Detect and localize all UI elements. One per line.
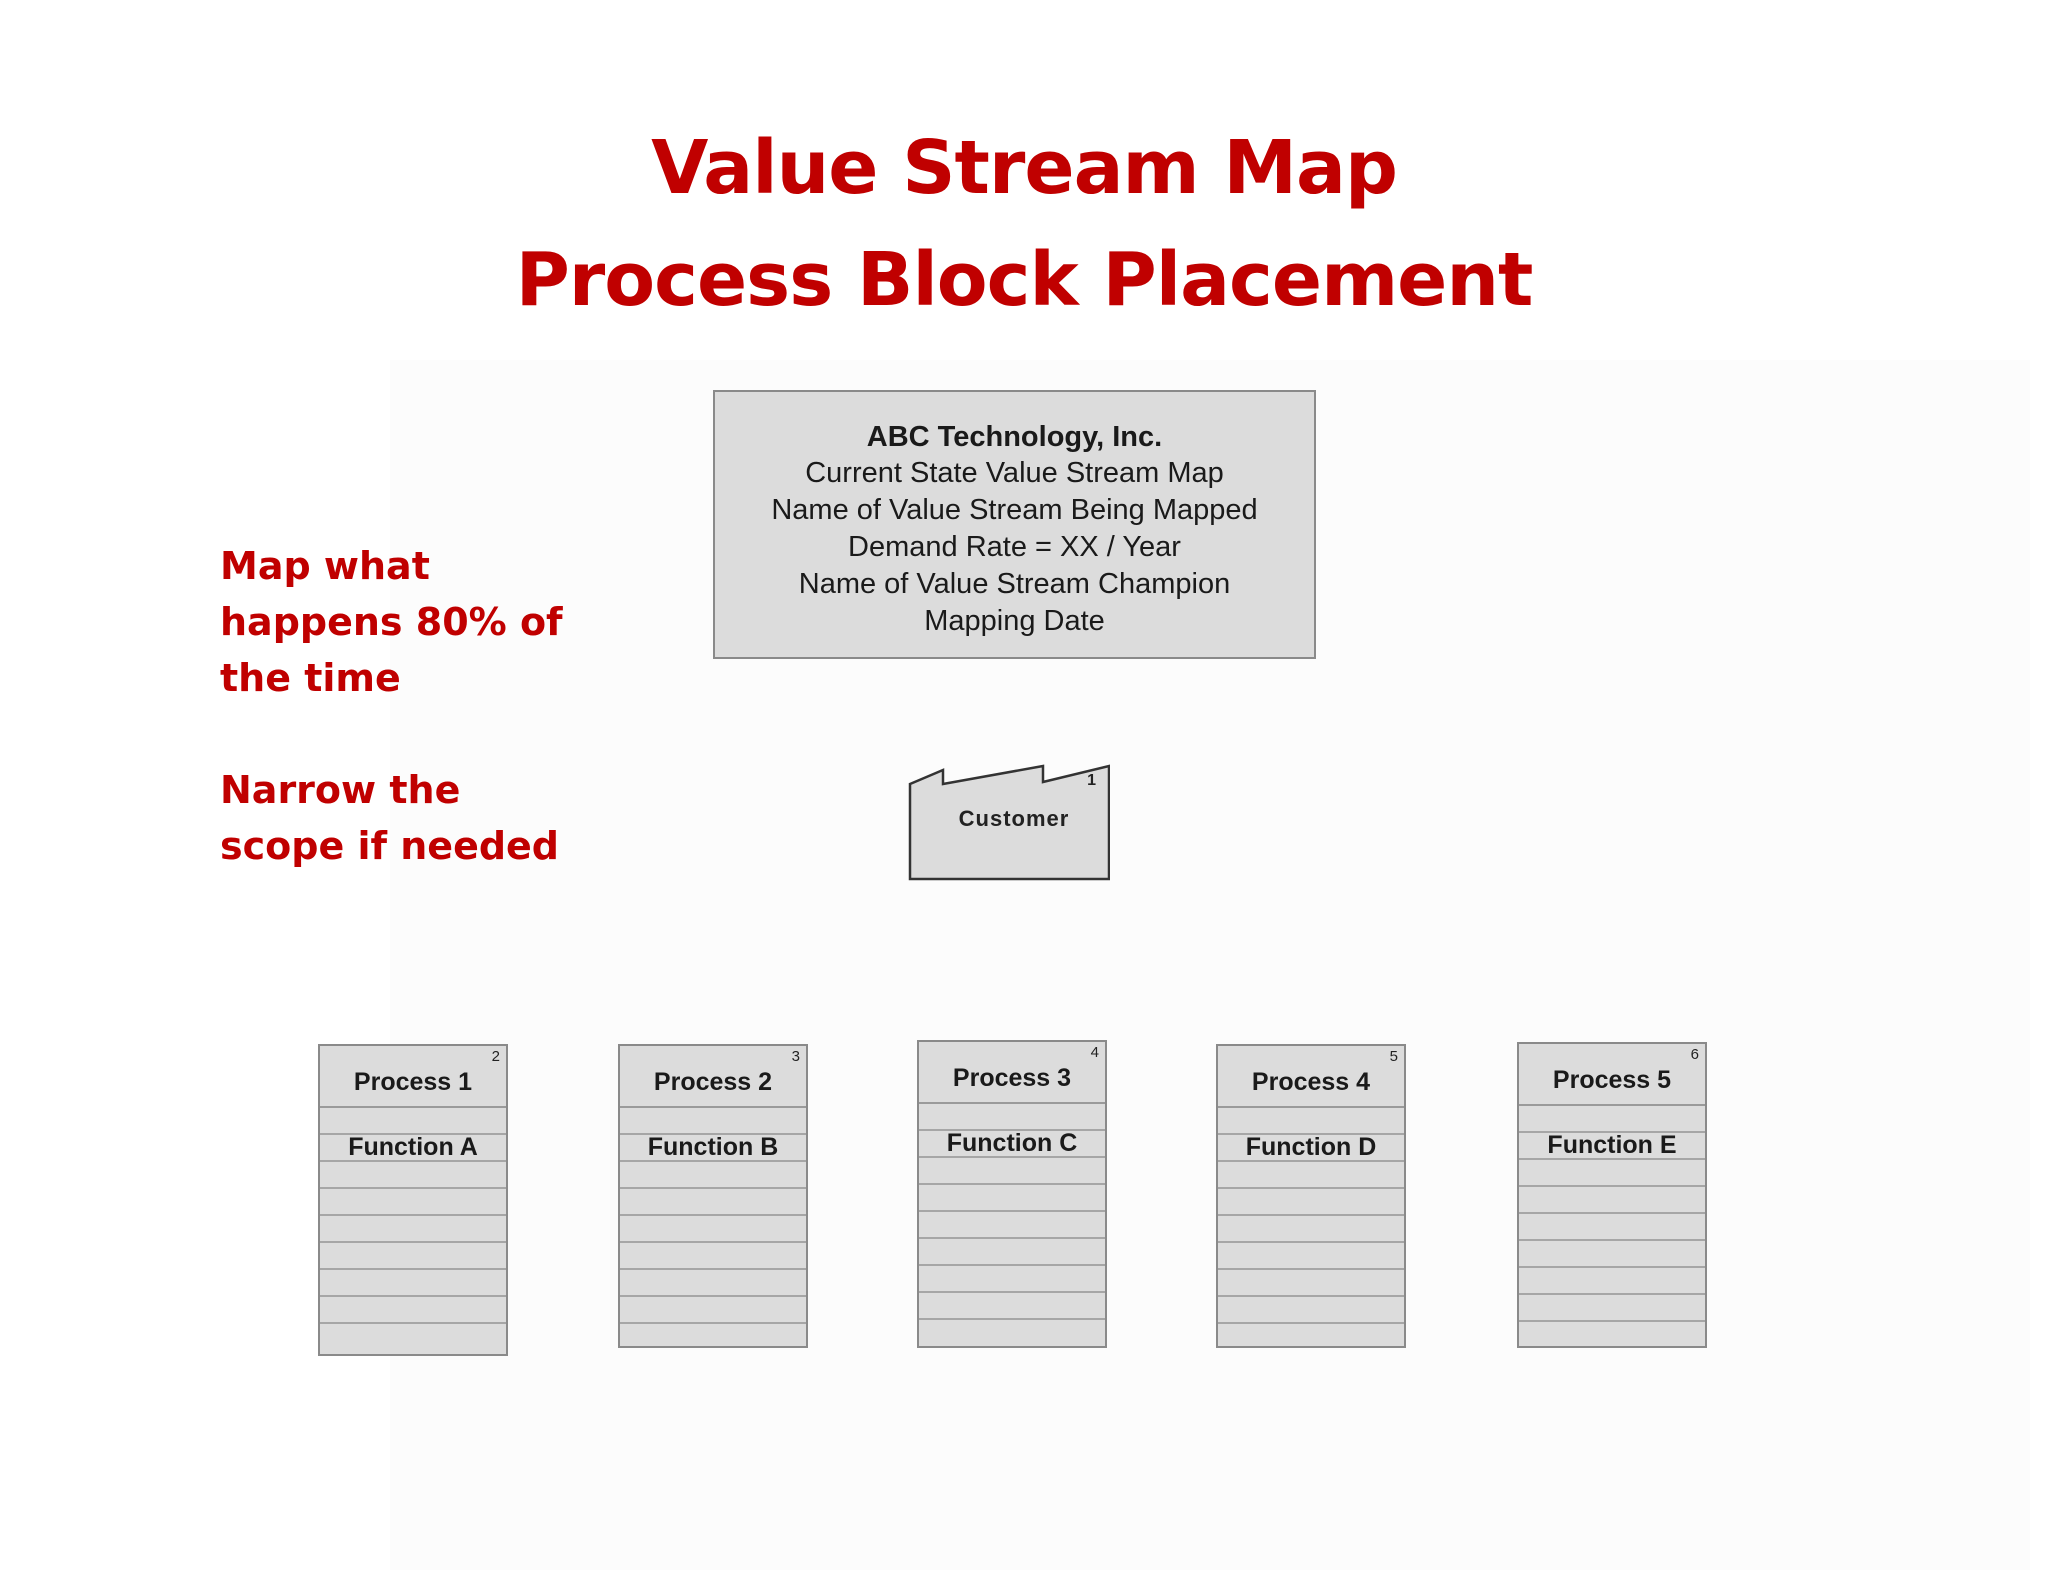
customer-number: 1 <box>1087 772 1096 789</box>
note-narrow-scope: Narrow the scope if needed <box>220 762 559 874</box>
process-block-1: 2 Process 1 Function A <box>318 1044 508 1356</box>
title-line-2: Process Block Placement <box>515 237 1534 323</box>
process-number: 3 <box>791 1048 800 1065</box>
note-line: Map what <box>220 544 430 588</box>
info-line: Mapping Date <box>924 605 1105 637</box>
factory-icon <box>908 764 1110 881</box>
data-box-header: ABC Technology, Inc. Current State Value… <box>713 390 1316 659</box>
process-block-3: 4 Process 3 Function C <box>917 1040 1107 1348</box>
process-block-4: 5 Process 4 Function D <box>1216 1044 1406 1348</box>
function-name: Function A <box>320 1135 506 1162</box>
process-number: 4 <box>1090 1044 1099 1061</box>
function-name: Function C <box>919 1131 1105 1158</box>
note-line: happens 80% of <box>220 600 563 644</box>
process-name: Process 3 <box>952 1064 1072 1092</box>
process-number: 5 <box>1389 1048 1398 1065</box>
process-name: Process 4 <box>1251 1068 1371 1096</box>
note-map-80-percent: Map what happens 80% of the time <box>220 538 563 706</box>
process-number: 6 <box>1690 1046 1699 1063</box>
info-line: Name of Value Stream Champion <box>798 568 1231 600</box>
info-line: Current State Value Stream Map <box>805 457 1224 489</box>
function-name: Function B <box>620 1135 806 1162</box>
process-number: 2 <box>491 1048 500 1065</box>
note-line: Narrow the <box>220 768 461 812</box>
process-name: Process 1 <box>353 1068 473 1096</box>
customer-factory-block: 1 Customer <box>908 762 1110 882</box>
function-name: Function D <box>1218 1135 1404 1162</box>
info-line: Name of Value Stream Being Mapped <box>771 494 1258 526</box>
info-line: Demand Rate = XX / Year <box>848 531 1181 563</box>
process-block-2: 3 Process 2 Function B <box>618 1044 808 1348</box>
note-line: the time <box>220 656 401 700</box>
title-line-1: Value Stream Map <box>651 125 1398 211</box>
process-name: Process 2 <box>653 1068 773 1096</box>
customer-label: Customer <box>958 806 1070 831</box>
company-name: ABC Technology, Inc. <box>866 421 1163 453</box>
process-block-5: 6 Process 5 Function E <box>1517 1042 1707 1348</box>
process-name: Process 5 <box>1552 1066 1672 1094</box>
function-name: Function E <box>1519 1133 1705 1160</box>
note-line: scope if needed <box>220 824 560 868</box>
